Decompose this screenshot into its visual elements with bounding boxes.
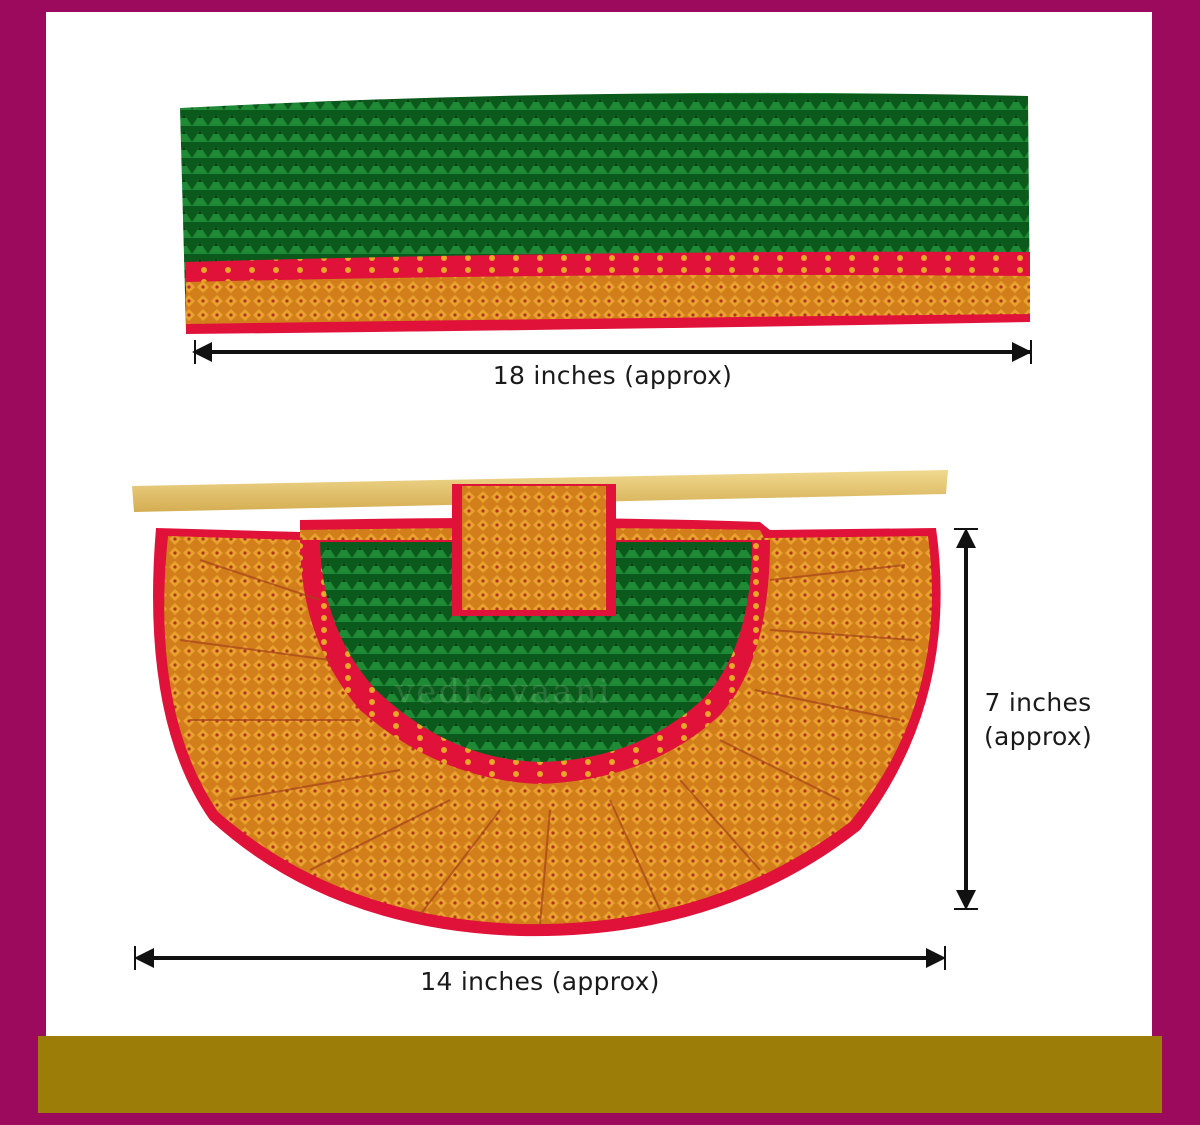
skirt-width-label: 14 inches (approx) xyxy=(420,967,660,996)
footer-band xyxy=(38,1036,1162,1113)
top-fabric-piece xyxy=(180,92,1030,334)
skirt-height-arrow xyxy=(954,528,978,910)
top-width-label: 18 inches (approx) xyxy=(492,361,733,390)
skirt-width-arrow xyxy=(134,946,946,970)
top-width-arrow xyxy=(192,340,1032,364)
skirt-height-label: 7 inches (approx) xyxy=(983,688,1092,751)
watermark: vedic vaani xyxy=(395,672,612,712)
skirt-fan-piece xyxy=(153,484,941,937)
